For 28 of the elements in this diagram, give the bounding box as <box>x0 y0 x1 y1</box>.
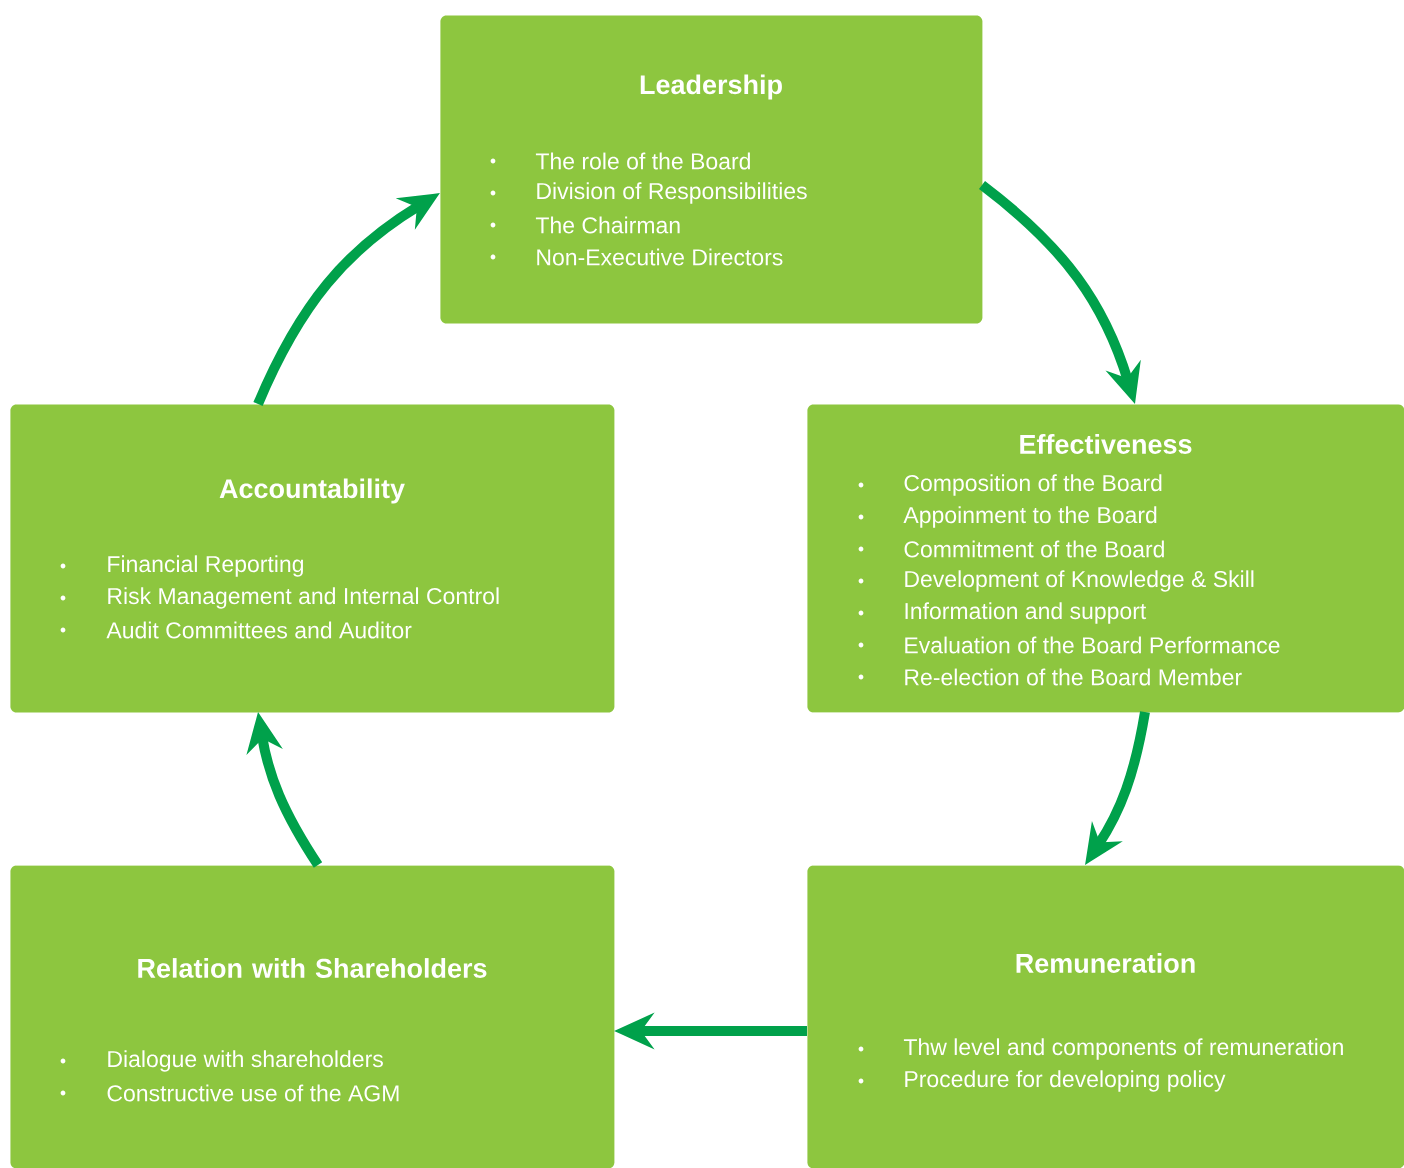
list-item: Development of Knowledge & Skill <box>858 570 1254 592</box>
list-item: Non-Executive Directors <box>490 248 783 266</box>
list-item: Constructive use of the AGM <box>60 1084 399 1102</box>
list-item: Evaluation of the Board Performance <box>858 636 1280 654</box>
process-box <box>10 865 615 1168</box>
heading: Remuneration <box>1016 953 1195 973</box>
list-item: Thw level and components of remuneration <box>858 1038 1343 1060</box>
list-item: Procedure for developing policy <box>858 1070 1226 1092</box>
list-item: Audit Committees and Auditor <box>60 621 412 639</box>
list-item: The Chairman <box>490 216 680 234</box>
list-item: Re-election of the Board Member <box>858 668 1242 686</box>
list-item: Division of Responsibilities <box>490 182 807 204</box>
heading: Accountability <box>219 478 405 504</box>
list-item: Dialogue with shareholders <box>60 1050 383 1072</box>
list-item: The role of the Board <box>490 152 750 170</box>
list-item: Commitment of the Board <box>858 540 1164 558</box>
list-item: Risk Management and Internal Control <box>60 587 499 609</box>
process-box <box>807 865 1404 1168</box>
process-box <box>440 15 983 324</box>
list-item: Appoinment to the Board <box>858 506 1157 528</box>
heading: Leadership <box>640 74 782 100</box>
heading: Relation with Shareholders <box>138 958 487 978</box>
heading: Effectiveness <box>1020 434 1192 454</box>
list-item: Composition of the Board <box>858 474 1162 496</box>
list-item: Information and support <box>858 602 1147 624</box>
process-box <box>10 404 615 713</box>
process-box <box>807 404 1404 713</box>
list-item: Financial Reporting <box>60 555 303 577</box>
